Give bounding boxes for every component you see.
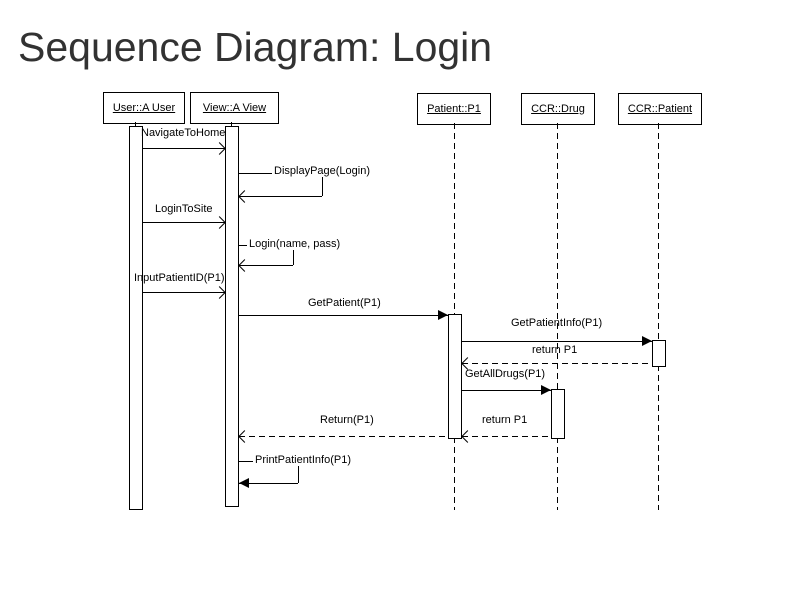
- message-label: GetAllDrugs(P1): [465, 368, 546, 380]
- arrowhead-icon: [238, 190, 251, 203]
- arrowhead-icon: [238, 430, 251, 443]
- lifeline-patient: [454, 123, 455, 314]
- message-line: [322, 173, 323, 196]
- actor-box-ccr-drug: CCR::Drug: [521, 93, 595, 125]
- message-label: PrintPatientInfo(P1): [253, 454, 353, 466]
- actor-label: View::A View: [202, 102, 267, 114]
- activation-bar-ccr-drug: [551, 389, 565, 439]
- activation-bar-ccr-patient: [652, 340, 666, 367]
- message-line: [293, 245, 294, 265]
- actor-label: Patient::P1: [427, 103, 481, 115]
- lifeline-ccr-drug: [557, 123, 558, 389]
- lifeline-ccr-drug: [557, 437, 558, 510]
- arrowhead-icon: [238, 259, 251, 272]
- arrowhead-icon: [213, 286, 226, 299]
- activation-bar-user: [129, 126, 143, 510]
- message-line: [143, 222, 225, 223]
- lifeline-ccr-patient: [658, 365, 659, 510]
- lifeline-patient: [454, 437, 455, 510]
- arrowhead-icon: [239, 478, 249, 488]
- arrowhead-icon: [461, 430, 474, 443]
- message-line: [143, 292, 225, 293]
- lifeline-stub-view: [231, 122, 232, 126]
- message-line: [462, 341, 652, 342]
- message-line: [239, 483, 298, 484]
- message-label: return P1: [482, 414, 528, 426]
- arrowhead-icon: [438, 310, 448, 320]
- message-line: [239, 196, 322, 197]
- message-line: [462, 390, 551, 391]
- message-label: InputPatientID(P1): [134, 272, 225, 284]
- message-line: [239, 315, 448, 316]
- arrowhead-icon: [213, 142, 226, 155]
- activation-bar-patient: [448, 314, 462, 439]
- actor-label: CCR::Patient: [627, 103, 693, 115]
- message-line: [239, 265, 293, 266]
- actor-box-patient: Patient::P1: [417, 93, 491, 125]
- message-label: Login(name, pass): [247, 238, 343, 250]
- message-label: DisplayPage(Login): [272, 165, 372, 177]
- lifeline-ccr-patient: [658, 123, 659, 340]
- arrowhead-icon: [541, 385, 551, 395]
- actor-box-user: User::A User: [103, 92, 185, 124]
- lifeline-stub-user: [135, 122, 136, 126]
- actor-box-ccr-patient: CCR::Patient: [618, 93, 702, 125]
- message-line: [298, 461, 299, 483]
- message-label: NavigateToHome: [141, 127, 226, 139]
- message-line: [239, 436, 448, 437]
- page-title: Sequence Diagram: Login: [18, 24, 493, 70]
- message-label: LoginToSite: [155, 203, 213, 215]
- activation-bar-view: [225, 126, 239, 507]
- actor-label: User::A User: [112, 102, 176, 114]
- arrowhead-icon: [213, 216, 226, 229]
- message-line: [462, 363, 652, 364]
- message-label: return P1: [532, 344, 578, 356]
- arrowhead-icon: [642, 336, 652, 346]
- message-label: GetPatient(P1): [308, 297, 381, 309]
- actor-label: CCR::Drug: [531, 103, 585, 115]
- message-label: GetPatientInfo(P1): [511, 317, 603, 329]
- message-label: Return(P1): [320, 414, 374, 426]
- message-line: [143, 148, 225, 149]
- message-line: [462, 436, 551, 437]
- actor-box-view: View::A View: [190, 92, 279, 124]
